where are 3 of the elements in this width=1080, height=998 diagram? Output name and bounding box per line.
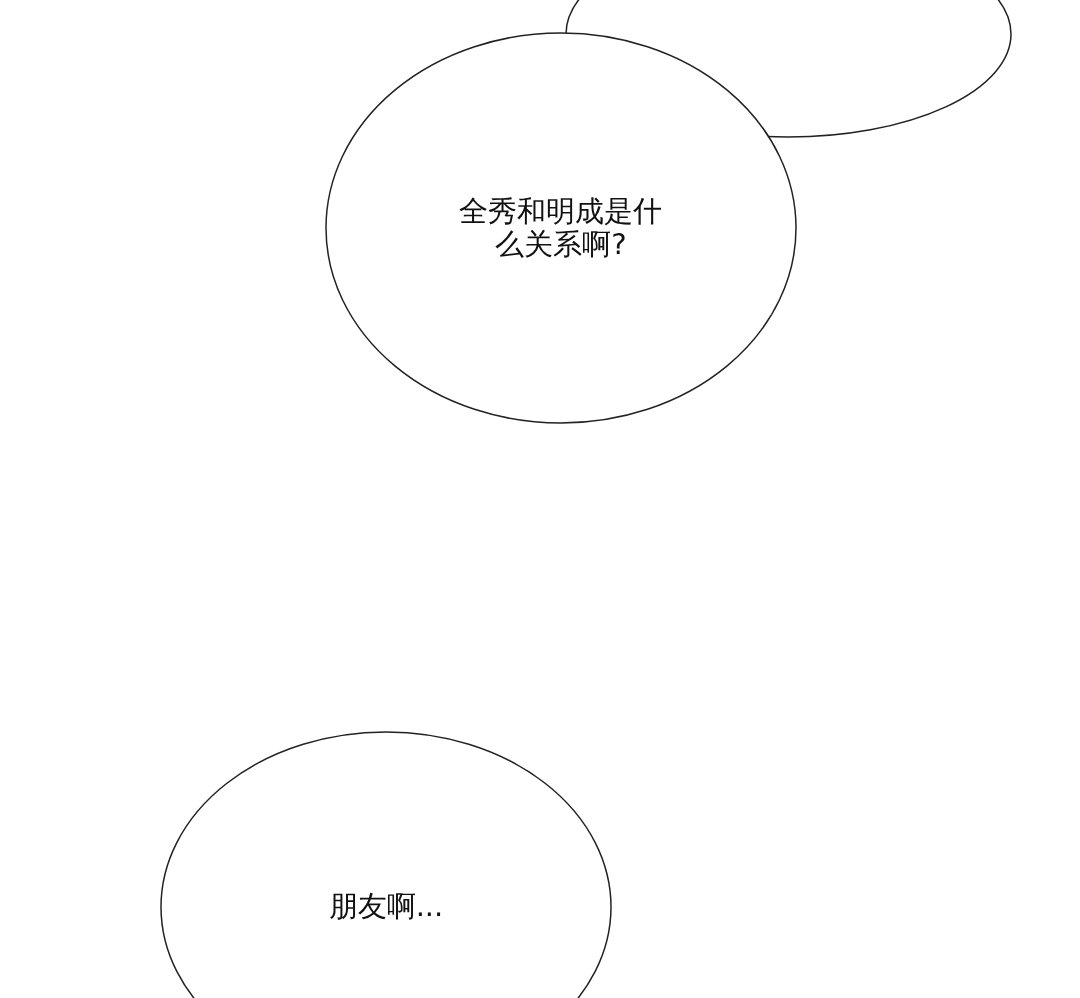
speech-text: 全秀和明成是什么关系啊?: [458, 194, 664, 262]
speech-bubble: [160, 731, 612, 998]
speech-text: 朋友啊...: [327, 890, 445, 924]
